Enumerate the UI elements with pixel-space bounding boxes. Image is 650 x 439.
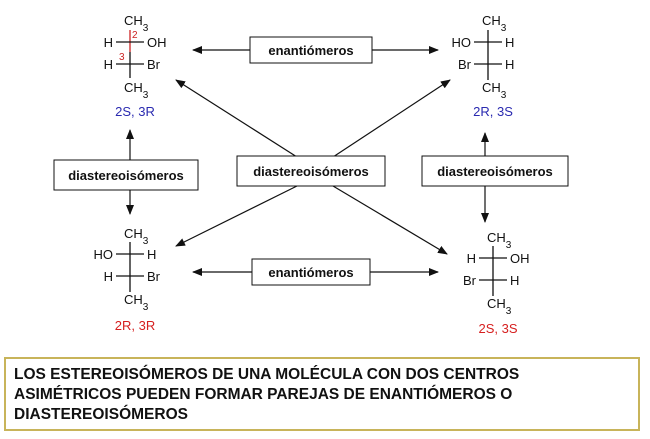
svg-text:H: H — [104, 57, 113, 72]
svg-text:Br: Br — [463, 273, 477, 288]
svg-text:CH3: CH3 — [487, 230, 512, 251]
molecule-2s3s-bottom-right: CH3 H OH Br H CH3 2S, 3S — [463, 230, 530, 336]
svg-text:CH3: CH3 — [482, 80, 507, 101]
svg-text:enantiómeros: enantiómeros — [268, 43, 353, 58]
config-2r3s: 2R, 3S — [473, 104, 513, 119]
svg-text:HO: HO — [452, 35, 472, 50]
svg-text:diastereoisómeros: diastereoisómeros — [68, 168, 184, 183]
config-2s3r: 2S, 3R — [115, 104, 155, 119]
svg-text:HO: HO — [94, 247, 114, 262]
label-diastereomers-right: diastereoisómeros — [421, 155, 569, 187]
config-2s3s: 2S, 3S — [478, 321, 517, 336]
svg-text:2: 2 — [132, 30, 138, 41]
stereoisomer-diagram: enantiómeros enantiómeros diastereoisóme… — [53, 13, 569, 336]
label-diastereomers-center: diastereoisómeros — [236, 155, 386, 187]
svg-text:CH3: CH3 — [482, 13, 507, 34]
svg-text:H: H — [505, 35, 514, 50]
arrow-diag-br — [332, 185, 448, 255]
svg-text:Br: Br — [147, 57, 161, 72]
molecule-2s3r-top-left: CH3 H OH H Br CH3 2 3 2S, 3R — [104, 13, 167, 119]
arrow-diag-bl — [175, 185, 298, 247]
arrow-diag-tr — [332, 79, 451, 158]
label-diastereomers-left: diastereoisómeros — [53, 159, 199, 191]
svg-text:CH3: CH3 — [124, 292, 149, 313]
svg-text:H: H — [467, 251, 476, 266]
svg-text:CH3: CH3 — [487, 296, 512, 317]
label-enantiomers-bottom: enantiómeros — [251, 258, 371, 286]
svg-text:OH: OH — [510, 251, 530, 266]
arrow-diag-tl — [175, 79, 298, 158]
caption-box: LOS ESTEREOISÓMEROS DE UNA MOLÉCULA CON … — [4, 357, 640, 431]
svg-text:3: 3 — [119, 52, 125, 63]
svg-text:OH: OH — [147, 35, 167, 50]
svg-text:Br: Br — [458, 57, 472, 72]
svg-text:H: H — [505, 57, 514, 72]
svg-text:diastereoisómeros: diastereoisómeros — [253, 164, 369, 179]
svg-text:CH3: CH3 — [124, 13, 149, 34]
caption-text: LOS ESTEREOISÓMEROS DE UNA MOLÉCULA CON … — [14, 366, 520, 423]
svg-text:H: H — [510, 273, 519, 288]
label-enantiomers-top: enantiómeros — [249, 36, 373, 64]
svg-text:H: H — [147, 247, 156, 262]
svg-text:diastereoisómeros: diastereoisómeros — [437, 164, 553, 179]
svg-text:H: H — [104, 269, 113, 284]
molecule-2r3r-bottom-left: CH3 HO H H Br CH3 2R, 3R — [94, 226, 161, 333]
svg-text:enantiómeros: enantiómeros — [268, 265, 353, 280]
svg-text:CH3: CH3 — [124, 226, 149, 247]
svg-text:CH3: CH3 — [124, 80, 149, 101]
molecule-2r3s-top-right: CH3 HO H Br H CH3 2R, 3S — [452, 13, 515, 119]
svg-text:Br: Br — [147, 269, 161, 284]
config-2r3r: 2R, 3R — [115, 318, 155, 333]
svg-text:H: H — [104, 35, 113, 50]
